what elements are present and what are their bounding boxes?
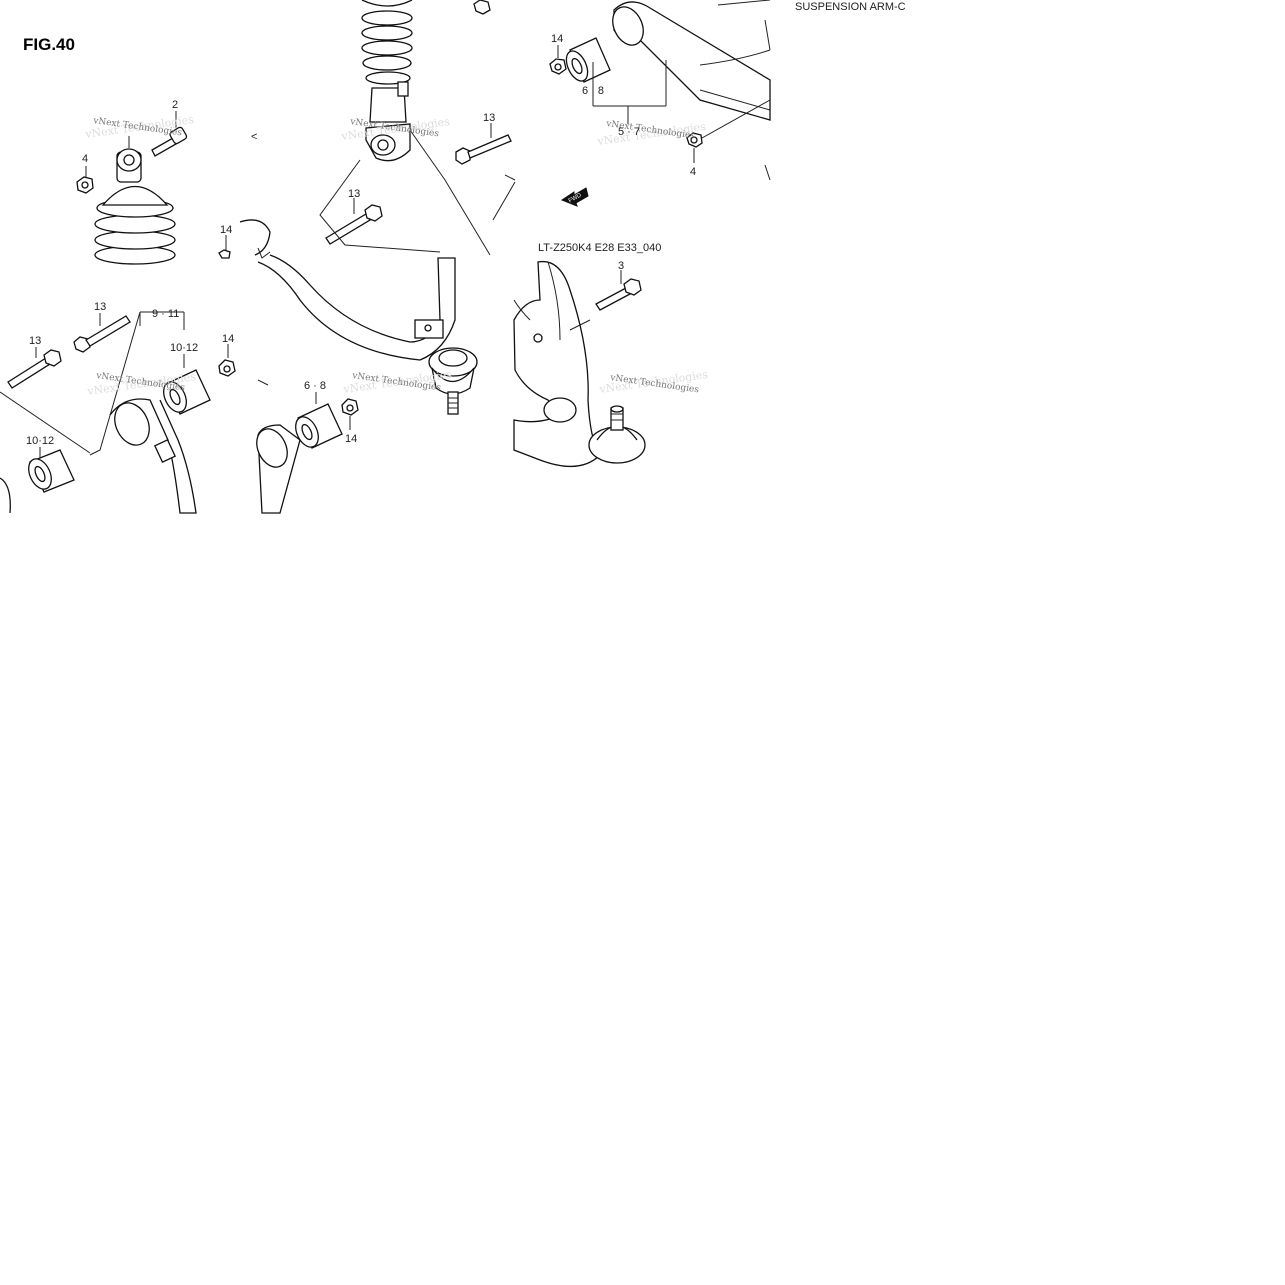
callout-14: 14 [345, 433, 357, 445]
coil-spring-lower [361, 0, 413, 85]
callout-10-12: 10·12 [170, 342, 198, 354]
callout-5-7: 5 · 7 [618, 126, 640, 138]
bushing-6-8-top [565, 37, 611, 83]
callout-6-8: 6 · 8 [304, 380, 326, 392]
callout-14: 14 [222, 333, 234, 345]
shock-lower-and-arm-detail [218, 0, 516, 259]
arm-pivot-detail: FWD [549, 0, 771, 207]
stray-mark: < [251, 131, 257, 143]
lower-arm-bushing-detail [0, 311, 236, 514]
nut-14-top [549, 58, 567, 75]
callout-4: 4 [690, 166, 696, 178]
figure-title: FIG.40 [23, 35, 75, 54]
bolt-13-left-lower [7, 349, 62, 389]
nut-4-left [76, 176, 94, 194]
bushing-10-12-left [28, 449, 75, 493]
nut-4-right [686, 132, 703, 148]
shock-top-mount-detail [76, 111, 188, 265]
callout-2: 2 [172, 99, 178, 111]
coil-spring-top [94, 185, 176, 265]
knuckle-ball-joint-detail [513, 260, 646, 468]
upper-arm-ball-joint-detail [256, 247, 478, 514]
shock-damper-body [369, 87, 407, 123]
callout-14: 14 [220, 224, 232, 236]
bolt-3 [595, 278, 642, 311]
ball-joint-upper [428, 347, 478, 415]
forward-direction-arrow: FWD [560, 187, 589, 207]
bolt-13-upper [455, 134, 512, 165]
ball-joint-lower [588, 405, 646, 464]
model-code: LT-Z250K4 E28 E33_040 [538, 242, 661, 254]
callout-14: 14 [551, 33, 563, 45]
bushing-6-8-bottom [295, 403, 343, 449]
callout-13: 13 [348, 188, 360, 200]
bolt-13-middle [325, 204, 383, 245]
callout-9-11: 9 · 11 [152, 308, 179, 320]
nut-top [473, 0, 491, 15]
callout-6-8: 6 · 8 [582, 85, 604, 97]
callout-13: 13 [29, 335, 41, 347]
nut-14-bottom [341, 398, 359, 416]
bushing-10-12-right [163, 369, 211, 415]
callout-13: 13 [483, 112, 495, 124]
callout-3: 3 [618, 260, 624, 272]
callout-10-12: 10·12 [26, 435, 54, 447]
nut-14-left [218, 359, 236, 377]
callout-13: 13 [94, 301, 106, 313]
callout-4: 4 [82, 153, 88, 165]
bolt-2 [151, 126, 188, 157]
section-title: SUSPENSION ARM-C [795, 1, 906, 13]
callout-labels: 2 4 14 13 13 14 6 · 8 5 · 7 4 3 13 13 9 … [26, 33, 696, 447]
bolt-13-left-upper [73, 315, 131, 353]
